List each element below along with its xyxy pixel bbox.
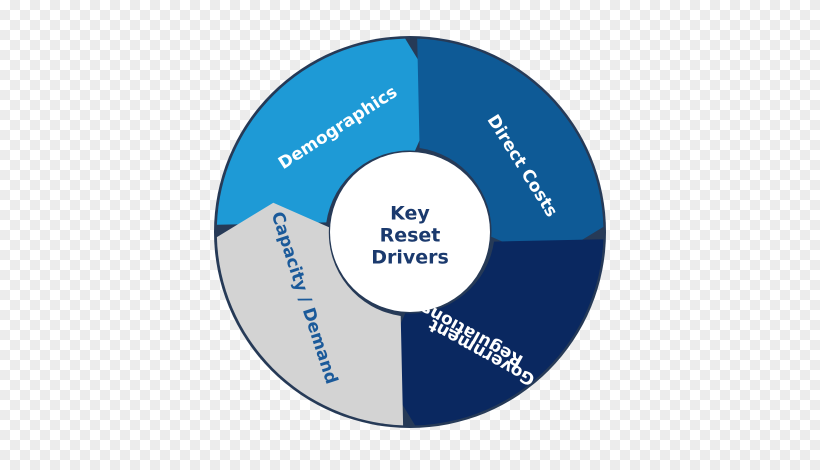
segment-capacity-demand: Capacity / Demand — [216, 202, 404, 426]
center-title-line3: Drivers — [371, 247, 449, 269]
segment-government-regulations: Government Regulations — [380, 239, 604, 426]
center-title-line2: Reset — [380, 225, 441, 247]
segment-demographics-shape — [216, 38, 440, 225]
segment-direct-costs-shape — [417, 38, 604, 262]
center-title-line1: Key — [390, 203, 430, 225]
center-circle — [330, 152, 490, 312]
segment-government-regulations-shape — [380, 239, 604, 426]
segment-capacity-demand-shape — [216, 202, 404, 426]
segment-direct-costs: Direct Costs — [417, 38, 604, 262]
